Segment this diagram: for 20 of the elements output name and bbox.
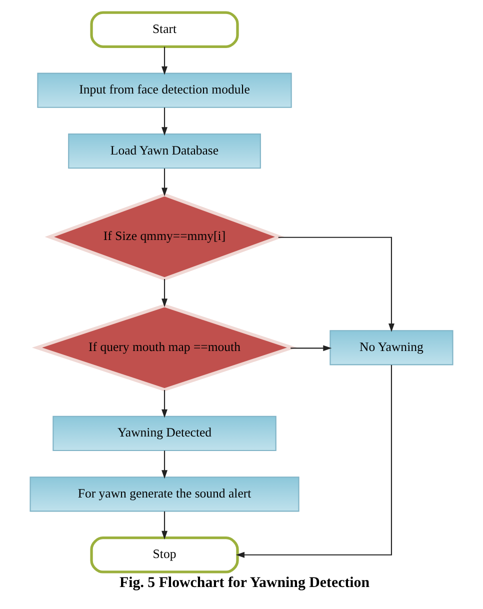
node-box: Yawning Detected — [52, 416, 276, 451]
arrow — [290, 345, 332, 352]
arrow — [162, 46, 168, 75]
node-box: Load Yawn Database — [68, 133, 261, 169]
arrow — [162, 450, 168, 479]
node-diamond: If Size qmmy==mmy[i] — [44, 193, 284, 281]
arrow — [162, 390, 168, 418]
node-box: Stop — [90, 536, 239, 574]
node-box: Input from face detection module — [37, 72, 292, 108]
node-box: Start — [90, 11, 239, 48]
arrow — [162, 511, 168, 540]
arrow — [278, 236, 394, 332]
arrow — [162, 168, 168, 196]
node-box: No Yawning — [330, 330, 454, 366]
node-diamond: If query mouth map ==mouth — [32, 304, 298, 392]
arrow — [162, 108, 168, 136]
arrow — [236, 364, 392, 558]
caption: Fig. 5 Flowchart for Yawning Detection — [120, 575, 370, 592]
node-box: For yawn generate the sound alert — [30, 476, 300, 512]
arrow — [162, 279, 168, 308]
